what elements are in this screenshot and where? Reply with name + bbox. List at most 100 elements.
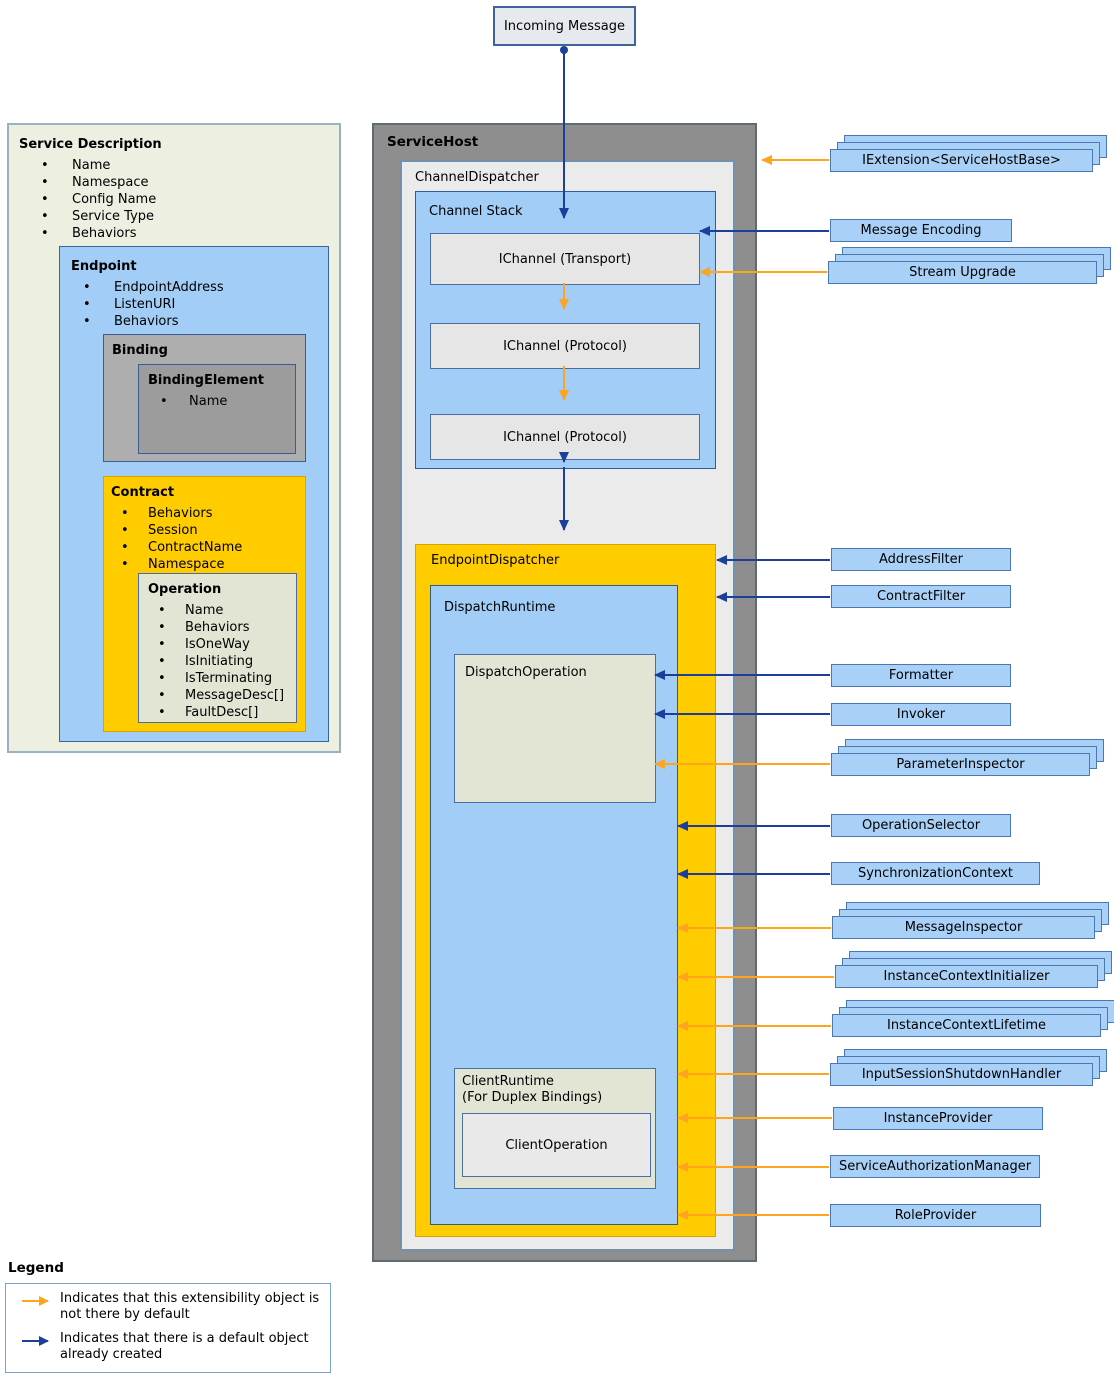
extensibility-label-text: OperationSelector: [831, 814, 1011, 837]
contract-title: Contract: [111, 485, 175, 500]
legend-item-text: Indicates that there is a default object…: [60, 1331, 309, 1362]
channel-dispatcher-title: ChannelDispatcher: [415, 170, 539, 185]
extensibility-label-parameterinspector: ParameterInspector: [831, 739, 1104, 776]
extensibility-label-instancecontextinitializer: InstanceContextInitializer: [835, 951, 1112, 988]
extensibility-label-invoker: Invoker: [831, 703, 1011, 726]
bullet-item: Session: [111, 522, 305, 539]
extensibility-label-instancecontextlifetime: InstanceContextLifetime: [832, 1000, 1114, 1037]
endpoint-panel: Endpoint EndpointAddress ListenURI Behav…: [59, 246, 329, 742]
operation-panel: Operation Name Behaviors IsOneWay IsInit…: [138, 573, 297, 723]
legend-title: Legend: [8, 1260, 64, 1276]
service-description-bullets: Name Namespace Config Name Service Type …: [29, 157, 339, 242]
service-host-panel: ServiceHost ChannelDispatcher Channel St…: [372, 123, 757, 1262]
extensibility-label-addressfilter: AddressFilter: [831, 548, 1011, 571]
extensibility-label-text: Stream Upgrade: [828, 261, 1097, 284]
extensibility-label-synchronizationcontext: SynchronizationContext: [831, 862, 1040, 885]
extensibility-label-text: MessageInspector: [832, 916, 1095, 939]
dispatch-operation-title: DispatchOperation: [465, 665, 587, 680]
extensibility-label-message-encoding: Message Encoding: [830, 219, 1012, 242]
extensibility-label-text: InstanceProvider: [833, 1107, 1043, 1130]
incoming-message-label: Incoming Message: [503, 18, 626, 34]
binding-panel: Binding BindingElement Name: [103, 334, 306, 462]
extensibility-label-text: IExtension<ServiceHostBase>: [830, 149, 1093, 172]
operation-bullets: Name Behaviors IsOneWay IsInitiating IsT…: [148, 602, 296, 721]
extensibility-label-messageinspector: MessageInspector: [832, 902, 1109, 939]
endpoint-dispatcher-panel: EndpointDispatcher DispatchRuntime Dispa…: [415, 544, 716, 1237]
extensibility-label-operationselector: OperationSelector: [831, 814, 1011, 837]
bullet-item: Config Name: [29, 191, 339, 208]
bullet-item: MessageDesc[]: [148, 687, 296, 704]
extensibility-label-contractfilter: ContractFilter: [831, 585, 1011, 608]
bullet-item: IsTerminating: [148, 670, 296, 687]
endpoint-dispatcher-title: EndpointDispatcher: [431, 553, 560, 568]
extensibility-label-serviceauthorizationmanager: ServiceAuthorizationManager: [830, 1155, 1040, 1178]
bullet-item: IsOneWay: [148, 636, 296, 653]
bullet-item: ContractName: [111, 539, 305, 556]
contract-bullets: Behaviors Session ContractName Namespace: [111, 505, 305, 573]
dispatch-runtime-panel: DispatchRuntime DispatchOperation Client…: [430, 585, 678, 1225]
bullet-item: ListenURI: [71, 296, 328, 313]
ichannel-transport-label: IChannel (Transport): [498, 251, 632, 267]
extensibility-label-iextension: IExtension<ServiceHostBase>: [830, 135, 1107, 172]
operation-title: Operation: [148, 582, 222, 597]
extensibility-label-text: InstanceContextInitializer: [835, 965, 1098, 988]
extensibility-label-text: Formatter: [831, 664, 1011, 687]
extensibility-label-text: Invoker: [831, 703, 1011, 726]
bullet-item: Namespace: [29, 174, 339, 191]
incoming-message-box: Incoming Message: [493, 6, 636, 46]
extensibility-label-instanceprovider: InstanceProvider: [833, 1107, 1043, 1130]
bullet-item: EndpointAddress: [71, 279, 328, 296]
channel-stack-title: Channel Stack: [429, 204, 523, 219]
legend-box: Indicates that this extensibility object…: [5, 1283, 331, 1373]
extensibility-label-text: SynchronizationContext: [831, 862, 1040, 885]
extensibility-label-stream-upgrade: Stream Upgrade: [828, 247, 1111, 284]
endpoint-bullets: EndpointAddress ListenURI Behaviors: [71, 279, 328, 330]
extensibility-label-text: InputSessionShutdownHandler: [830, 1063, 1093, 1086]
extensibility-label-inputsessionshutdownhandler: InputSessionShutdownHandler: [830, 1049, 1107, 1086]
client-runtime-box: ClientRuntime (For Duplex Bindings) Clie…: [454, 1068, 656, 1189]
legend-arrow-orange-icon: [22, 1296, 49, 1306]
service-description-title: Service Description: [19, 137, 162, 152]
dispatch-runtime-title: DispatchRuntime: [444, 600, 556, 615]
extensibility-label-formatter: Formatter: [831, 664, 1011, 687]
extensibility-label-text: ParameterInspector: [831, 753, 1090, 776]
extensibility-label-roleprovider: RoleProvider: [830, 1204, 1041, 1227]
dispatch-operation-box: DispatchOperation: [454, 654, 656, 803]
service-host-title: ServiceHost: [387, 134, 479, 150]
channel-dispatcher-panel: ChannelDispatcher Channel Stack IChannel…: [400, 160, 735, 1251]
bullet-item: Behaviors: [71, 313, 328, 330]
bullet-item: Name: [148, 602, 296, 619]
legend-item: Indicates that there is a default object…: [20, 1331, 330, 1363]
bullet-item: Behaviors: [148, 619, 296, 636]
bullet-item: Service Type: [29, 208, 339, 225]
service-description-panel: Service Description Name Namespace Confi…: [7, 123, 341, 753]
bullet-item: Behaviors: [29, 225, 339, 242]
ichannel-protocol-box-1: IChannel (Protocol): [430, 323, 700, 369]
legend-item-text: Indicates that this extensibility object…: [60, 1291, 320, 1322]
binding-element-bullets: Name: [148, 393, 295, 410]
bullet-item: IsInitiating: [148, 653, 296, 670]
bullet-item: Name: [148, 393, 295, 410]
ichannel-protocol-label-1: IChannel (Protocol): [503, 338, 627, 354]
binding-element-title: BindingElement: [148, 373, 264, 388]
contract-panel: Contract Behaviors Session ContractName …: [103, 476, 306, 732]
extensibility-label-text: ContractFilter: [831, 585, 1011, 608]
extensibility-label-text: AddressFilter: [831, 548, 1011, 571]
client-operation-label: ClientOperation: [505, 1137, 608, 1153]
extensibility-label-text: InstanceContextLifetime: [832, 1014, 1101, 1037]
bullet-item: Behaviors: [111, 505, 305, 522]
bullet-item: FaultDesc[]: [148, 704, 296, 721]
bullet-item: Name: [29, 157, 339, 174]
legend-arrow-blue-icon: [22, 1336, 49, 1346]
binding-title: Binding: [112, 343, 168, 358]
extensibility-label-text: RoleProvider: [830, 1204, 1041, 1227]
ichannel-protocol-box-2: IChannel (Protocol): [430, 414, 700, 460]
ichannel-transport-box: IChannel (Transport): [430, 233, 700, 285]
arrow-start-dot: [560, 46, 568, 54]
extensibility-label-text: ServiceAuthorizationManager: [830, 1155, 1040, 1178]
endpoint-title: Endpoint: [71, 259, 137, 274]
client-runtime-subtitle: (For Duplex Bindings): [462, 1090, 603, 1105]
client-runtime-title: ClientRuntime: [462, 1074, 554, 1089]
extensibility-label-text: Message Encoding: [830, 219, 1012, 242]
